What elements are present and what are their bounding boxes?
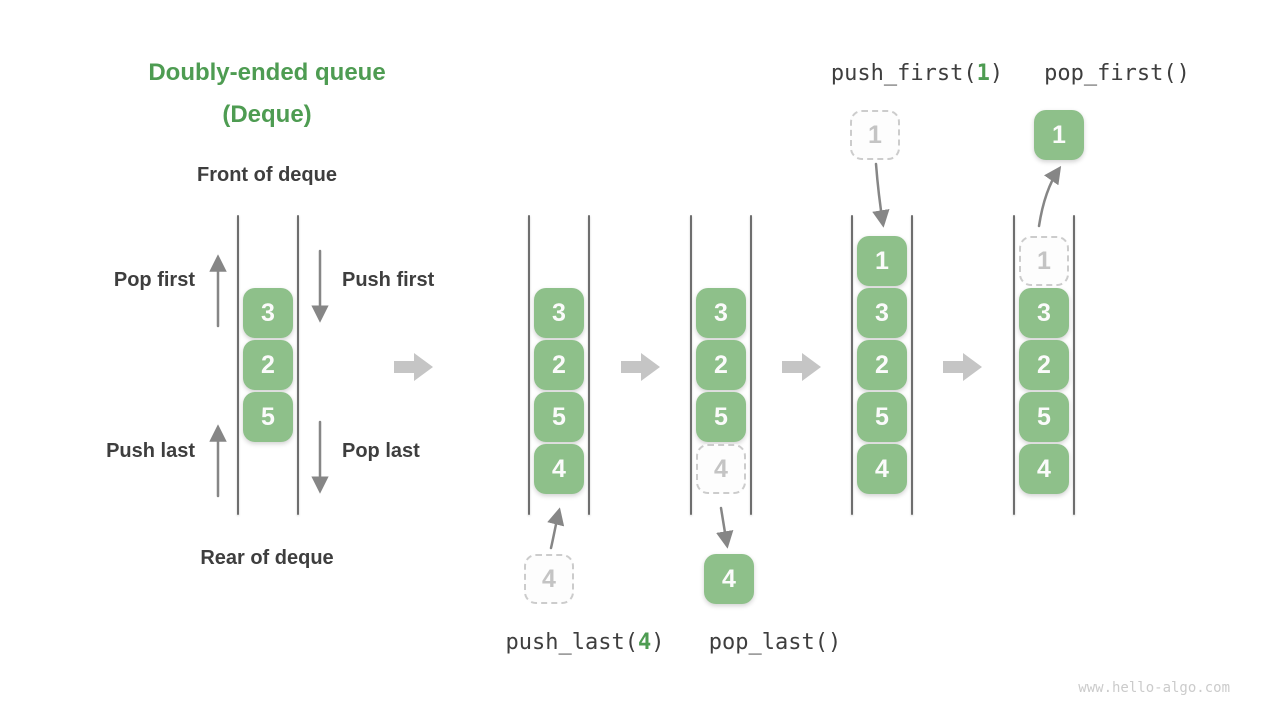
deque-pop-last-floating-4: 4 (704, 554, 754, 604)
deque-pop-first-item-3: 3 (1019, 288, 1069, 338)
deque-pop-first-item-2: 2 (1019, 340, 1069, 390)
deque-pop-first-item-5: 5 (1019, 392, 1069, 442)
push-first-insert-arrow-icon (872, 162, 890, 228)
diagram-title-line1: Doubly-ended queue (148, 59, 386, 86)
push-last-word: Push last (106, 440, 195, 462)
push-last-code-arg: 4 (637, 630, 652, 655)
deque-pop-last-item-2: 2 (696, 340, 746, 390)
front-of-deque-label: Front of deque (197, 164, 337, 186)
deque-initial-item-3: 3 (243, 288, 293, 338)
deque-pop-last-rail-right (750, 215, 752, 515)
deque-pop-last-item-3: 3 (696, 288, 746, 338)
push-last-code-suffix: ) (651, 630, 665, 655)
push-last-code-label: push_last(4) (475, 630, 695, 655)
deque-push-first-floating-ghost-1: 1 (850, 110, 900, 160)
push-last-insert-arrow-icon (547, 507, 565, 550)
step-arrow-icon-3 (782, 353, 821, 381)
deque-push-last-item-5: 5 (534, 392, 584, 442)
deque-initial-item-2: 2 (243, 340, 293, 390)
step-arrow-icon-2 (621, 353, 660, 381)
deque-push-first-rail-left (851, 215, 853, 515)
push-first-code-suffix: ) (989, 61, 1004, 86)
deque-push-first-item-2: 2 (857, 340, 907, 390)
deque-pop-last-item-ghost-4: 4 (696, 444, 746, 494)
deque-push-last-item-4: 4 (534, 444, 584, 494)
diagram-title-line2: (Deque) (222, 101, 312, 128)
pop-last-word: Pop last (342, 440, 420, 462)
deque-push-last-rail-right (588, 215, 590, 515)
deque-pop-first-rail-left (1013, 215, 1015, 515)
step-arrow-icon-4 (943, 353, 982, 381)
deque-pop-first-floating-1: 1 (1034, 110, 1084, 160)
deque-push-first-item-3: 3 (857, 288, 907, 338)
deque-initial-rail-right (297, 215, 299, 515)
deque-push-first-item-5: 5 (857, 392, 907, 442)
step-arrow-icon-1 (394, 353, 433, 381)
watermark: www.hello-algo.com (1078, 680, 1230, 696)
push-last-code-prefix: push_last( (505, 630, 638, 655)
deque-initial-rail-left (237, 215, 239, 515)
pop-last-remove-arrow-icon (716, 506, 734, 549)
deque-push-last-rail-left (528, 215, 530, 515)
pop-first-code-label: pop_first() (1044, 61, 1190, 86)
push-first-code-prefix: push_first( (830, 61, 977, 86)
pop-last-code-label: pop_last() (708, 630, 842, 655)
push-first-code-arg: 1 (976, 61, 990, 86)
rear-of-deque-label: Rear of deque (200, 547, 334, 569)
deque-pop-first-rail-right (1073, 215, 1075, 515)
deque-pop-last-rail-left (690, 215, 692, 515)
deque-push-first-rail-right (911, 215, 913, 515)
push-first-word: Push first (342, 269, 435, 291)
pop-first-remove-arrow-icon (1037, 165, 1062, 228)
push-first-code-label: push_first(1) (807, 61, 1027, 86)
deque-initial-item-5: 5 (243, 392, 293, 442)
deque-push-last-item-3: 3 (534, 288, 584, 338)
deque-push-last-floating-ghost-4: 4 (524, 554, 574, 604)
pop-first-word: Pop first (113, 269, 195, 291)
deque-pop-first-item-4: 4 (1019, 444, 1069, 494)
deque-pop-last-item-5: 5 (696, 392, 746, 442)
deque-push-first-item-4: 4 (857, 444, 907, 494)
deque-pop-first-item-ghost-1: 1 (1019, 236, 1069, 286)
deque-push-first-item-1: 1 (857, 236, 907, 286)
deque-push-last-item-2: 2 (534, 340, 584, 390)
